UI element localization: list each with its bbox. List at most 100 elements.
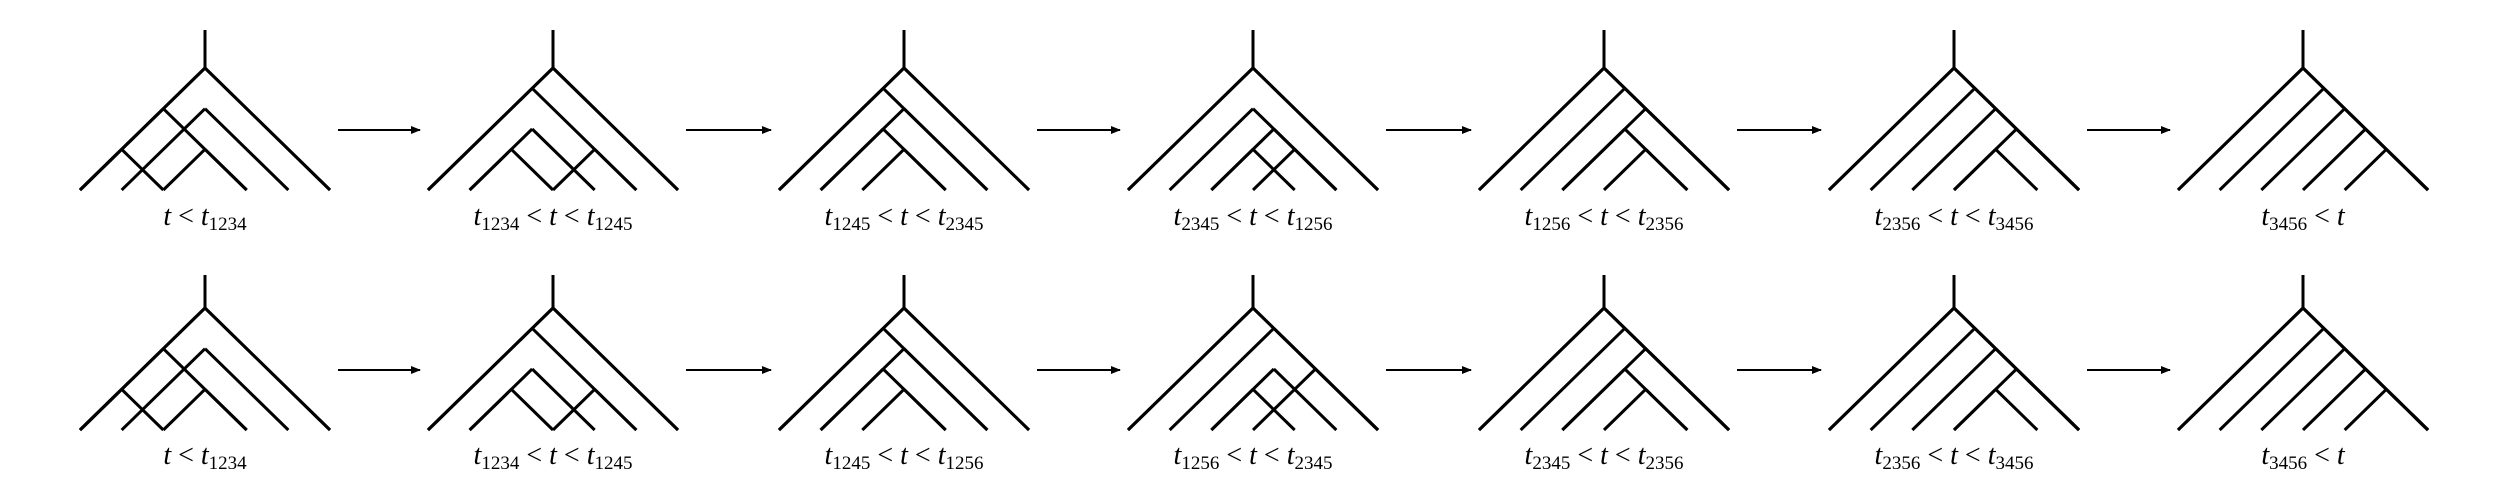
tree-1-7: t3456 < t [2176, 30, 2430, 235]
tree-caption: t1256 < t < t2356 [1525, 201, 1684, 235]
branch-right-3 [203, 148, 248, 192]
tree-1-3: t1245 < t < t2345 [777, 30, 1031, 235]
branch-right-2 [531, 367, 596, 432]
tree-caption: t1245 < t < t2345 [825, 201, 984, 235]
branch-right-6 [1251, 66, 1380, 192]
tree-caption: t3456 < t [2261, 201, 2346, 235]
branch-left-4 [1519, 87, 1626, 192]
branch-left-6 [1477, 66, 1606, 192]
tree-row-1: t < t1234 t1234 < t < t1245 t1245 < t < t2… [78, 30, 2430, 235]
branch-left-2 [2301, 127, 2367, 192]
branch-right-6 [1602, 66, 1731, 192]
branch-left-6 [78, 66, 207, 192]
branch-left-6 [426, 306, 555, 432]
branch-left-6 [2176, 66, 2305, 192]
branch-right-6 [902, 306, 1031, 432]
tree-1-1: t < t1234 [78, 30, 332, 235]
tree-caption: t2345 < t < t1256 [1174, 201, 1333, 235]
branch-left-3 [1561, 347, 1647, 432]
branch-right-6 [2301, 306, 2430, 432]
branch-left-6 [78, 306, 207, 432]
branch-left-3 [1561, 107, 1647, 192]
branch-right-4 [882, 87, 989, 192]
branch-left-2 [2301, 367, 2367, 432]
tree-caption: t1234 < t < t1245 [474, 440, 633, 474]
tree-1-2: t1234 < t < t1245 [426, 30, 680, 235]
branch-right-6 [1952, 306, 2081, 432]
branch-right-1 [1994, 388, 2039, 432]
branch-left-4 [1869, 87, 1976, 192]
tree-caption: t3456 < t [2261, 440, 2346, 474]
tree-2-3: t1245 < t < t1256 [777, 275, 1031, 474]
branch-right-4 [593, 388, 638, 432]
branch-left-3 [1210, 127, 1275, 192]
tree-caption: t2356 < t < t3456 [1875, 201, 2034, 235]
branch-left-2 [1210, 367, 1275, 432]
branch-left-3 [2260, 107, 2346, 192]
tree-1-5: t1256 < t < t2356 [1477, 30, 1731, 235]
branch-right-4 [1251, 107, 1338, 192]
tree-2-7: t3456 < t [2176, 275, 2430, 474]
tree-caption: t1256 < t < t2345 [1174, 440, 1333, 474]
branch-left-1 [1602, 148, 1647, 192]
branch-left-4 [1519, 327, 1626, 432]
branch-left-4 [120, 347, 207, 432]
branch-left-3 [162, 388, 207, 432]
branch-left-6 [1827, 66, 1956, 192]
branch-left-4 [1168, 327, 1275, 432]
branch-left-4 [1869, 327, 1976, 432]
branch-right-6 [2301, 66, 2430, 192]
branch-left-3 [1911, 347, 1997, 432]
branch-left-4 [120, 107, 207, 192]
branch-left-6 [1827, 306, 1956, 432]
branch-left-2 [1952, 367, 2018, 432]
tree-2-5: t2345 < t < t2356 [1477, 275, 1731, 474]
branch-right-3 [203, 388, 248, 432]
tree-2-6: t2356 < t < t3456 [1827, 275, 2081, 474]
branch-left-3 [819, 107, 906, 192]
tree-2-1: t < t1234 [78, 275, 332, 474]
branch-right-1 [510, 148, 555, 192]
branch-left-6 [777, 66, 906, 192]
branch-left-1 [861, 148, 906, 192]
tree-1-4: t2345 < t < t1256 [1126, 30, 1380, 235]
tree-caption: t2345 < t < t2356 [1525, 440, 1684, 474]
tree-2-4: t1256 < t < t2345 [1126, 275, 1380, 474]
branch-right-2 [1623, 127, 1689, 192]
branch-left-2 [1952, 127, 2018, 192]
branch-left-4 [1168, 107, 1255, 192]
branch-right-6 [551, 306, 680, 432]
branch-left-6 [1126, 66, 1255, 192]
branch-right-4 [882, 327, 989, 432]
tree-1-6: t2356 < t < t3456 [1827, 30, 2081, 235]
branch-right-6 [203, 66, 332, 192]
tree-row-2: t < t1234 t1234 < t < t1245 t1245 < t < t1… [78, 275, 2430, 474]
branch-left-4 [2218, 87, 2325, 192]
branch-right-6 [1952, 66, 2081, 192]
branch-left-6 [426, 66, 555, 192]
branch-left-2 [1251, 148, 1296, 192]
branch-right-2 [882, 127, 947, 192]
tree-caption: t2356 < t < t3456 [1875, 440, 2034, 474]
branch-left-6 [1477, 306, 1606, 432]
branch-left-3 [2260, 347, 2346, 432]
tree-caption: t < t1234 [163, 440, 247, 474]
branch-right-4 [203, 107, 290, 192]
branch-left-6 [777, 306, 906, 432]
branch-right-6 [203, 306, 332, 432]
branch-right-4 [593, 148, 638, 192]
branch-left-3 [1251, 367, 1317, 432]
branch-right-2 [1623, 367, 1689, 432]
branch-right-2 [531, 127, 596, 192]
tree-caption: t1245 < t < t1256 [825, 440, 984, 474]
tree-caption: t < t1234 [163, 201, 247, 235]
branch-right-6 [551, 66, 680, 192]
branch-left-4 [2218, 327, 2325, 432]
branch-right-4 [203, 347, 290, 432]
branch-right-2 [882, 367, 947, 432]
branch-right-6 [1251, 306, 1380, 432]
branch-left-3 [162, 148, 207, 192]
branch-left-1 [2343, 148, 2388, 192]
branch-left-2 [468, 127, 534, 192]
